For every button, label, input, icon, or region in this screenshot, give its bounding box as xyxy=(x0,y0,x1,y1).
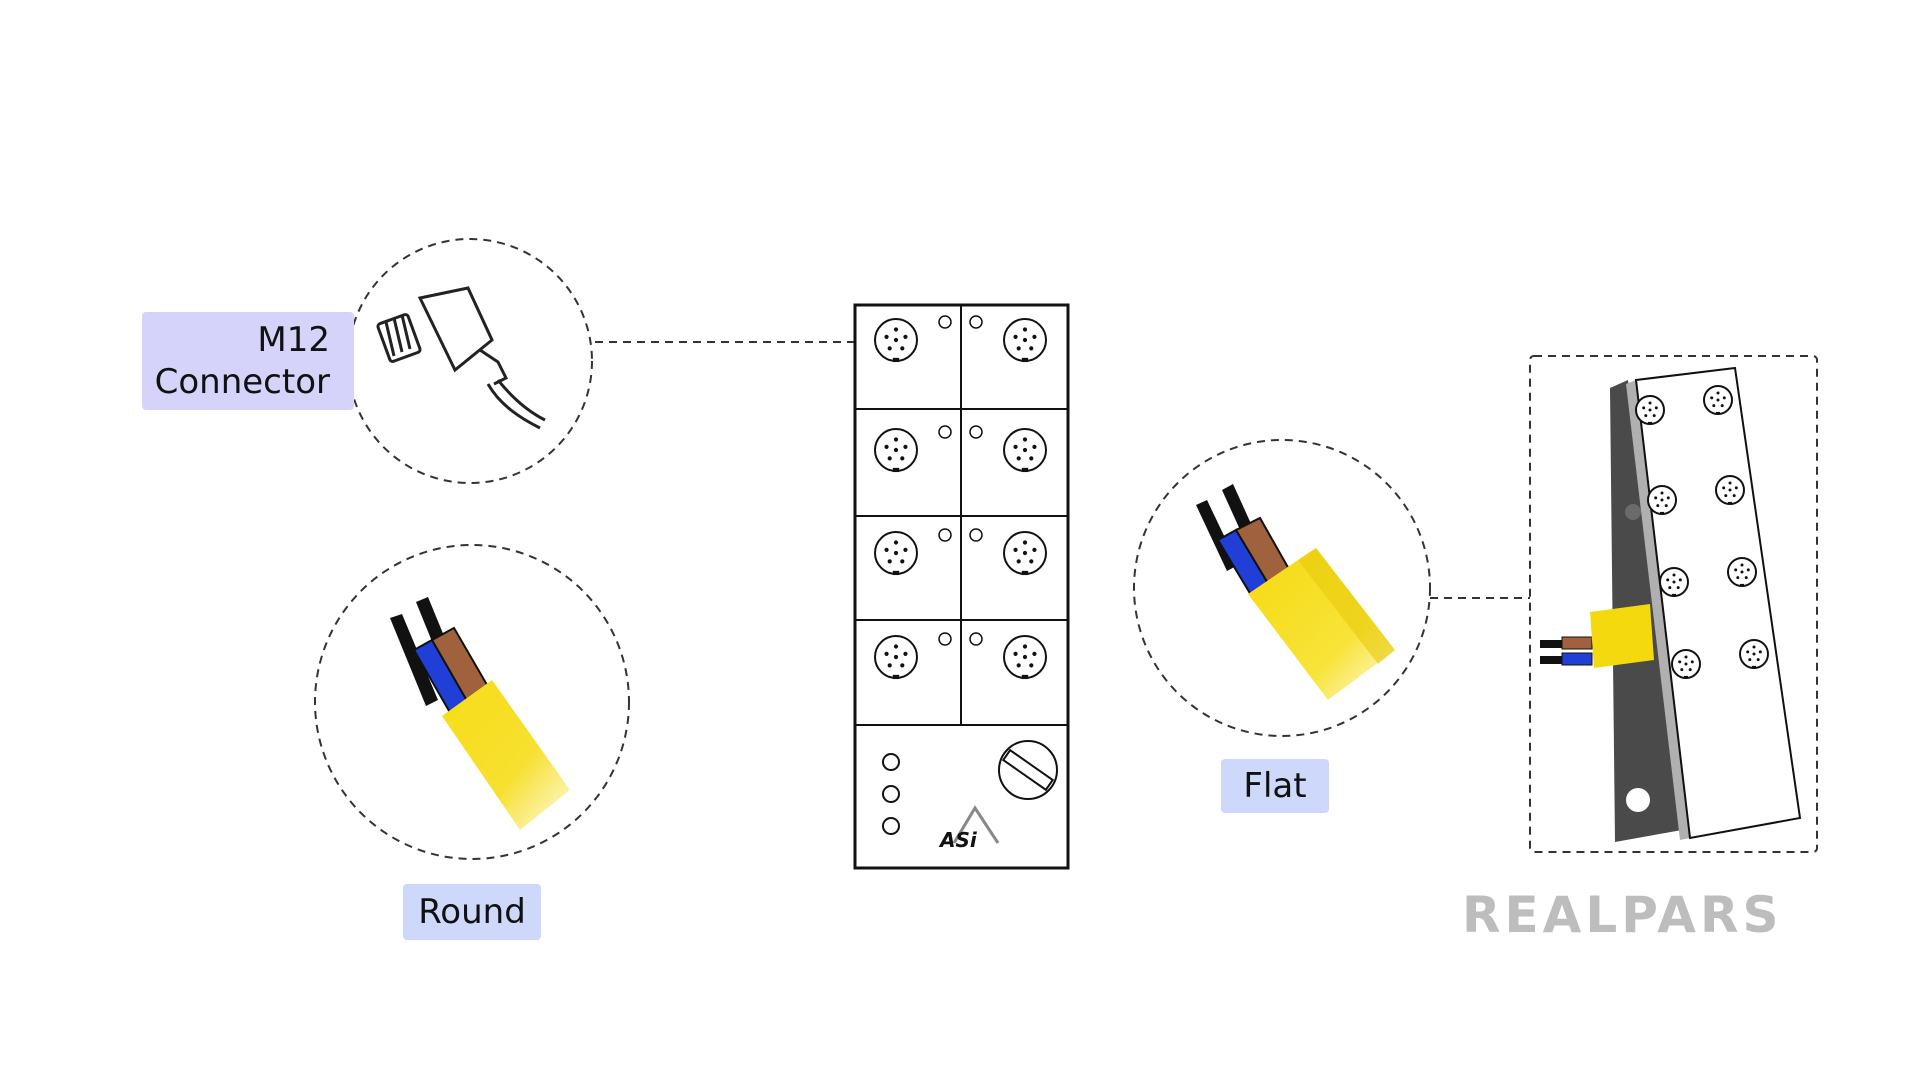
m12-connector-icon xyxy=(376,286,546,430)
asi-logo-text: ASi xyxy=(938,828,978,852)
m12-label-line1: M12 xyxy=(257,320,330,360)
port-led xyxy=(938,425,952,439)
mounted-m12-port xyxy=(1727,557,1757,587)
status-led xyxy=(882,785,900,803)
status-led xyxy=(882,817,900,835)
port-led xyxy=(969,315,983,329)
port-led xyxy=(969,632,983,646)
m12-port xyxy=(874,531,918,576)
m12-label-line2: Connector xyxy=(154,362,330,402)
mounted-module-view xyxy=(1529,355,1818,853)
mounted-m12-port xyxy=(1635,395,1665,425)
m12-port xyxy=(1003,531,1047,576)
asi-module-front: ASi xyxy=(853,303,1070,870)
mounted-m12-port xyxy=(1739,639,1769,669)
mounted-m12-port xyxy=(1715,475,1745,505)
m12-port xyxy=(874,635,918,680)
m12-connector-label: M12 Connector xyxy=(142,312,354,410)
m12-port xyxy=(874,428,918,473)
status-led xyxy=(882,753,900,771)
mounted-m12-port xyxy=(1671,649,1701,679)
port-led xyxy=(969,425,983,439)
round-cable-label: Round xyxy=(403,884,541,940)
mounted-m12-port xyxy=(1647,485,1677,515)
mounted-cable-icon xyxy=(1540,604,1654,668)
asi-logo: ASi xyxy=(938,805,1000,852)
mounted-m12-port xyxy=(1659,567,1689,597)
m12-port xyxy=(1003,318,1047,363)
flat-cable-label: Flat xyxy=(1221,759,1329,813)
port-led xyxy=(938,528,952,542)
port-led xyxy=(938,632,952,646)
mounted-port-grid xyxy=(1635,385,1769,679)
m12-port xyxy=(1003,428,1047,473)
port-led xyxy=(938,315,952,329)
round-cable-callout xyxy=(314,544,630,860)
address-dial-icon xyxy=(998,740,1058,800)
round-cable-icon xyxy=(390,597,570,830)
port-led xyxy=(969,528,983,542)
m12-connector-callout xyxy=(347,238,860,484)
m12-port xyxy=(874,318,918,363)
flat-cable-callout xyxy=(1133,439,1530,737)
brand-logo: REALPARS xyxy=(1462,886,1783,944)
bracket-hole xyxy=(1626,788,1650,812)
m12-port-grid xyxy=(874,315,1047,680)
mounted-m12-port xyxy=(1703,385,1733,415)
flat-cable-icon xyxy=(1196,484,1395,700)
m12-port xyxy=(1003,635,1047,680)
